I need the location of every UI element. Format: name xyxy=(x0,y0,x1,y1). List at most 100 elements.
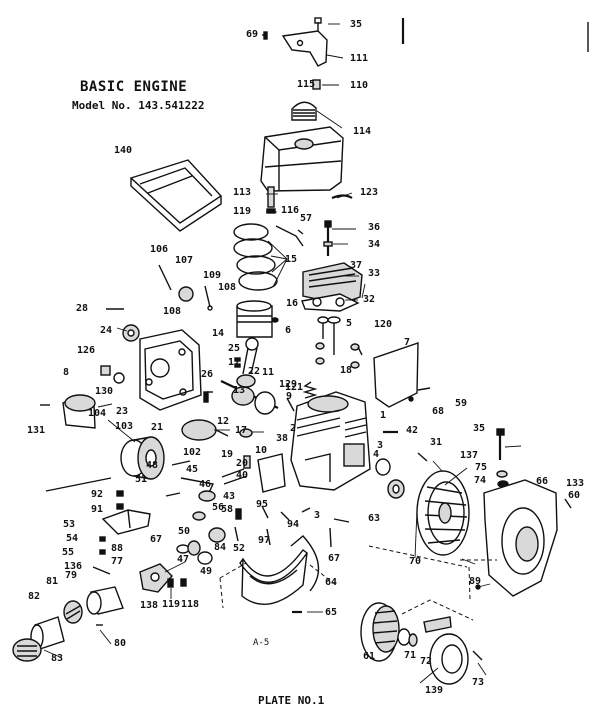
part-label-25: 25 xyxy=(228,343,241,354)
piston-rings xyxy=(233,223,278,291)
part-label-3: 3 xyxy=(377,440,384,451)
part-label-107: 107 xyxy=(175,255,194,266)
part-label-108: 108 xyxy=(163,306,182,317)
part-label-80: 80 xyxy=(114,638,127,649)
bearing-130 xyxy=(40,394,96,429)
part-label-68: 68 xyxy=(432,406,445,417)
part-label-70: 70 xyxy=(409,556,422,567)
part-label-84: 84 xyxy=(214,542,227,553)
part-label-79: 79 xyxy=(65,570,78,581)
filter-element xyxy=(129,159,223,232)
part-label-119: 119 xyxy=(233,206,252,217)
diagram-title: BASIC ENGINE xyxy=(80,79,188,95)
part-label-37: 37 xyxy=(350,260,363,271)
part-label-31: 31 xyxy=(430,437,443,448)
part-label-137: 137 xyxy=(460,450,479,461)
part-label-21: 21 xyxy=(151,422,164,433)
part-label-114: 114 xyxy=(353,126,372,137)
part-label-5: 5 xyxy=(346,318,353,329)
cylinder-head xyxy=(301,262,363,312)
part-label-130: 130 xyxy=(95,386,114,397)
part-label-118: 118 xyxy=(181,599,200,610)
part-label-59: 59 xyxy=(455,398,468,409)
part-label-15: 15 xyxy=(285,254,298,265)
part-label-9: 9 xyxy=(286,391,293,402)
bearing-right xyxy=(375,458,405,499)
air-cleaner xyxy=(260,126,344,192)
part-label-113: 113 xyxy=(233,187,252,198)
part-label-73: 73 xyxy=(472,677,485,688)
engine-block xyxy=(290,391,371,491)
valve-set-right xyxy=(327,316,360,369)
part-label-75: 75 xyxy=(475,462,488,473)
oil-seal-24 xyxy=(106,308,140,342)
part-label-13: 13 xyxy=(233,385,246,396)
part-label-71: 71 xyxy=(404,650,417,661)
part-label-17: 17 xyxy=(228,357,241,368)
part-label-53: 53 xyxy=(63,519,76,530)
plate-label: PLATE NO.1 xyxy=(258,694,325,707)
part-label-12: 12 xyxy=(217,416,230,427)
drain-plug xyxy=(100,365,125,384)
part-label-138: 138 xyxy=(140,600,159,611)
part-label-48: 48 xyxy=(146,460,159,471)
part-label-103: 103 xyxy=(115,421,134,432)
part-label-133: 133 xyxy=(566,478,585,489)
part-label-95: 95 xyxy=(256,499,269,510)
part-label-88: 88 xyxy=(111,543,124,554)
part-label-77: 77 xyxy=(111,556,124,567)
bracket-136 xyxy=(92,566,111,575)
part-label-34: 34 xyxy=(368,239,381,250)
part-label-64: 64 xyxy=(325,577,338,588)
leader-lines xyxy=(43,23,522,684)
shroud-64 xyxy=(239,535,320,605)
part-label-22: 22 xyxy=(248,366,261,377)
part-label-119: 119 xyxy=(162,599,181,610)
part-label-18: 18 xyxy=(340,365,353,376)
part-label-54: 54 xyxy=(66,533,79,544)
part-label-92: 92 xyxy=(91,489,104,500)
part-label-58: 58 xyxy=(221,504,234,515)
part-label-97: 97 xyxy=(258,535,271,546)
part-label-120: 120 xyxy=(374,319,393,330)
carburetor xyxy=(96,563,187,626)
carb-small-parts xyxy=(176,508,242,565)
part-label-67: 67 xyxy=(328,553,341,564)
part-label-11: 11 xyxy=(262,367,275,378)
part-label-110: 110 xyxy=(350,80,369,91)
pin-129 xyxy=(286,397,295,412)
part-label-83: 83 xyxy=(51,653,64,664)
part-label-81: 81 xyxy=(46,576,59,587)
part-label-23: 23 xyxy=(116,406,129,417)
part-label-139: 139 xyxy=(425,685,444,696)
part-label-45: 45 xyxy=(186,464,199,475)
flywheel xyxy=(414,470,470,559)
link-116 xyxy=(275,225,304,247)
part-label-69: 69 xyxy=(246,29,259,40)
part-label-109: 109 xyxy=(203,270,222,281)
bracket-53 xyxy=(99,509,151,555)
part-label-74: 74 xyxy=(474,475,487,486)
top-bracket xyxy=(262,17,328,67)
part-label-52: 52 xyxy=(233,543,246,554)
crankshaft xyxy=(203,380,279,415)
part-label-20: 20 xyxy=(236,458,249,469)
part-label-104: 104 xyxy=(88,408,107,419)
part-label-123: 123 xyxy=(360,187,379,198)
part-label-94: 94 xyxy=(287,519,300,530)
part-label-26: 26 xyxy=(201,369,214,380)
part-label-136: 136 xyxy=(64,561,83,572)
part-label-43: 43 xyxy=(223,491,236,502)
part-label-63: 63 xyxy=(368,513,381,524)
part-label-89: 89 xyxy=(469,576,482,587)
part-label-60: 60 xyxy=(568,490,581,501)
part-label-14: 14 xyxy=(212,328,225,339)
part-label-131: 131 xyxy=(27,425,46,436)
part-label-116: 116 xyxy=(281,205,300,216)
part-label-67: 67 xyxy=(150,534,163,545)
part-label-19: 19 xyxy=(221,449,234,460)
bolt-113 xyxy=(266,186,276,214)
page-id: A-5 xyxy=(253,638,270,648)
governor-parts xyxy=(158,264,213,311)
